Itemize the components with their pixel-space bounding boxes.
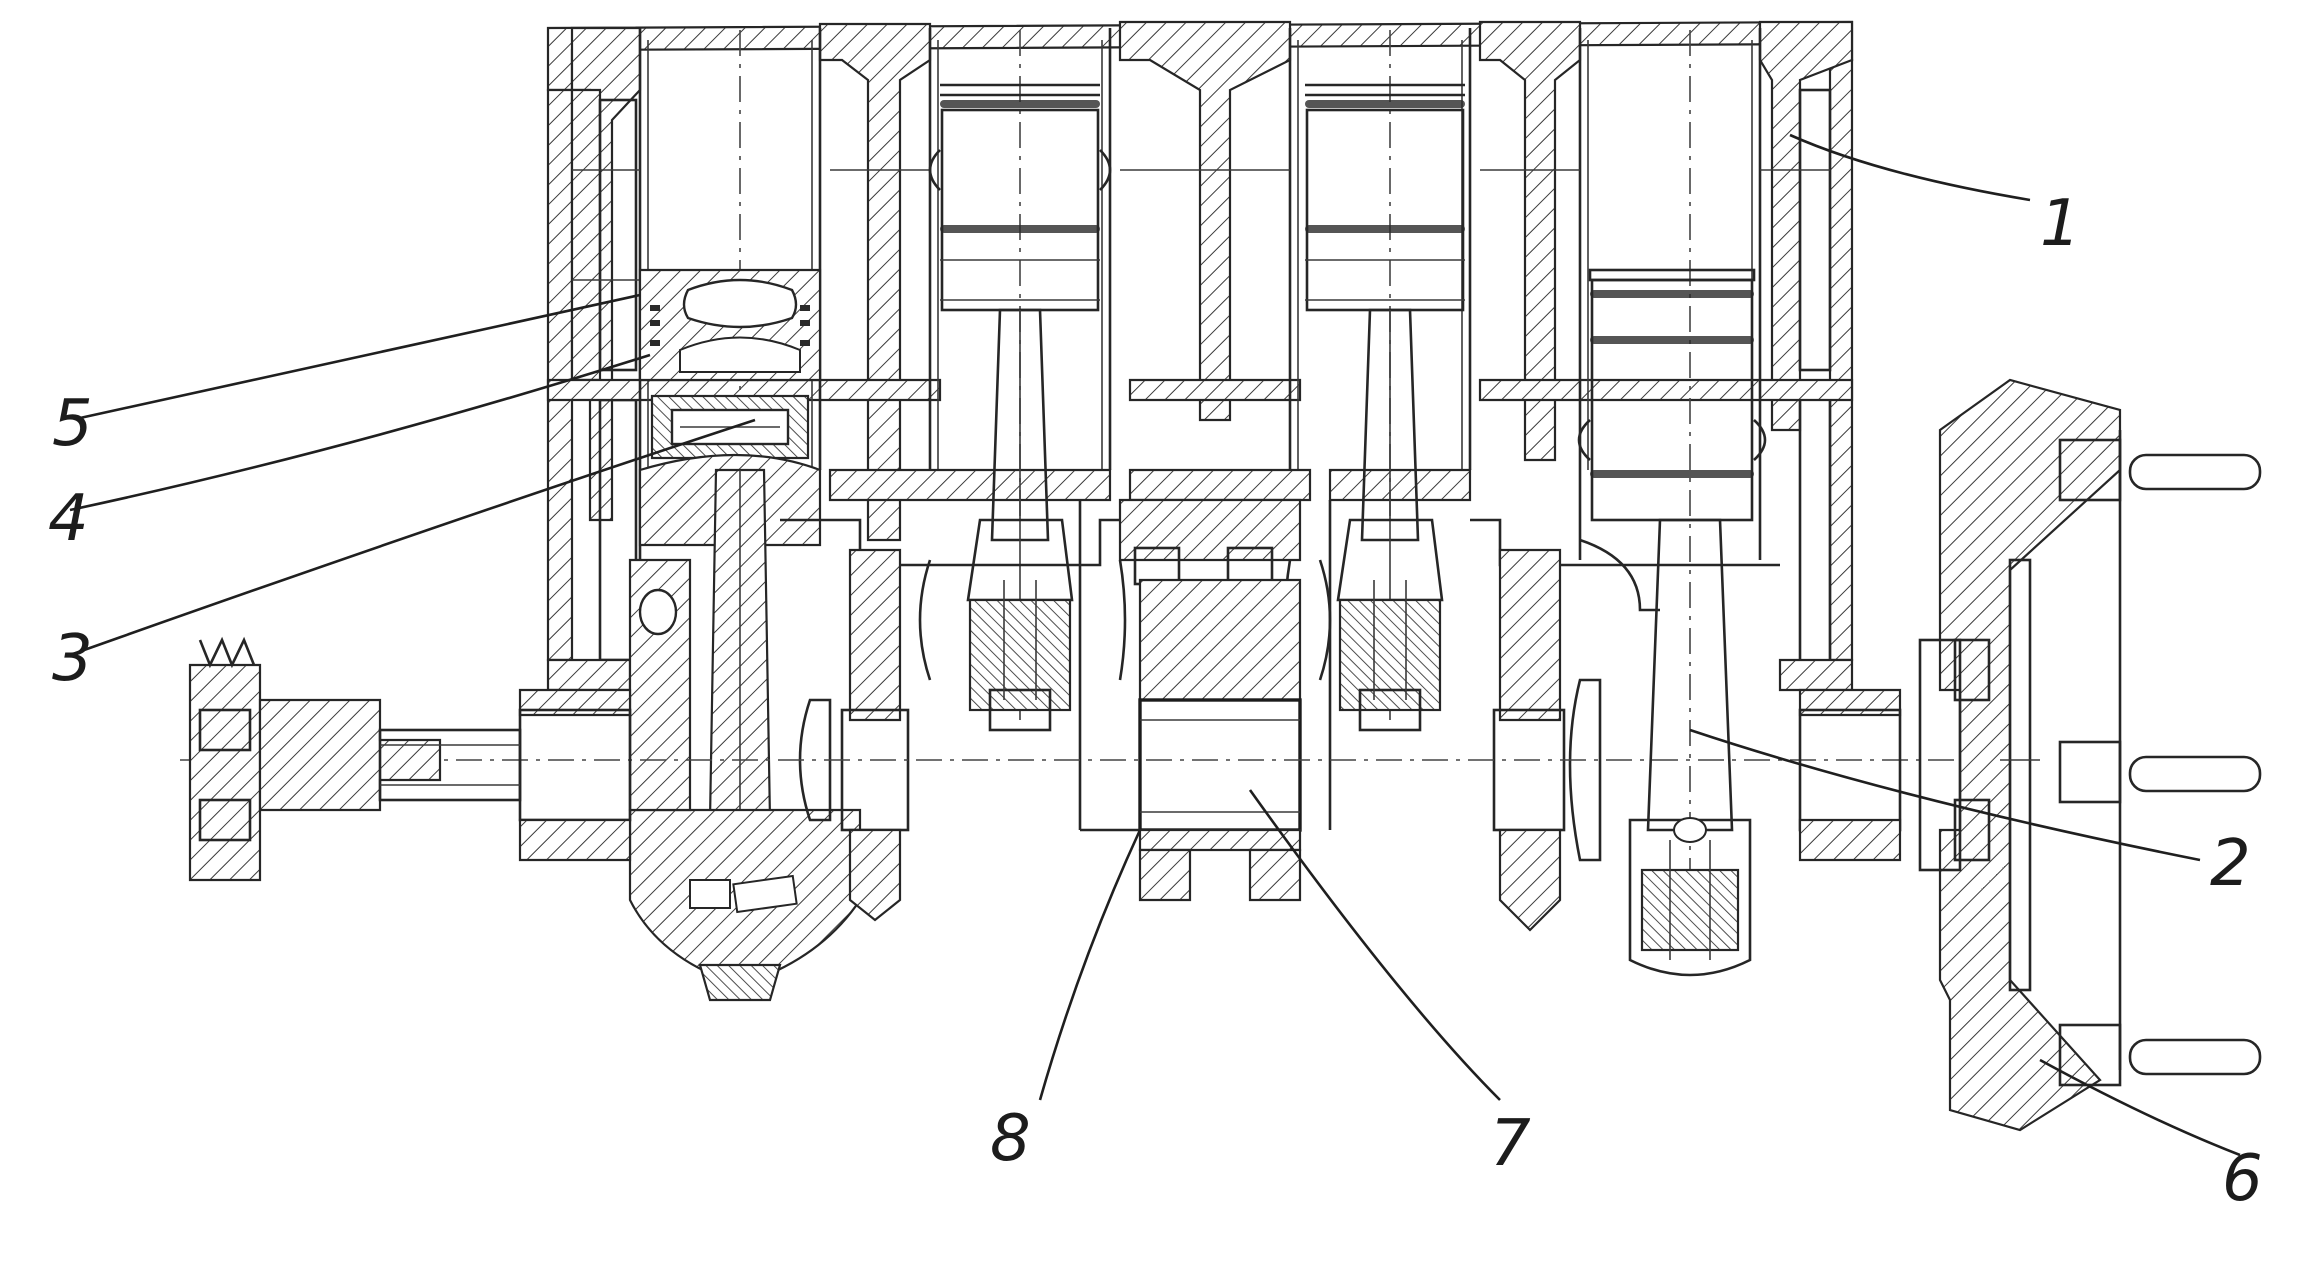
callout-4: 4 — [48, 482, 89, 556]
callout-8: 8 — [990, 1102, 1031, 1176]
callout-3: 3 — [52, 622, 93, 696]
callout-5: 5 — [52, 387, 93, 461]
cylinder-3-assembly — [1305, 30, 1465, 732]
cylinder-1-assembly — [628, 30, 862, 1002]
front-pulley — [188, 636, 522, 882]
cylinder-block — [546, 20, 1854, 692]
callouts: 1 2 3 4 5 6 7 8 — [48, 187, 2263, 1216]
leader-lines — [69, 133, 2241, 1157]
callout-6: 6 — [2222, 1142, 2263, 1216]
crankcase — [780, 518, 1780, 932]
callout-1: 1 — [2040, 187, 2081, 261]
center-main-bearing — [1078, 498, 1332, 902]
callout-7: 7 — [1490, 1107, 1531, 1181]
cylinder-4-assembly — [1577, 30, 1767, 977]
cylinder-2-assembly — [928, 30, 1112, 732]
flywheel — [1918, 378, 2262, 1132]
callout-2: 2 — [2210, 827, 2251, 901]
